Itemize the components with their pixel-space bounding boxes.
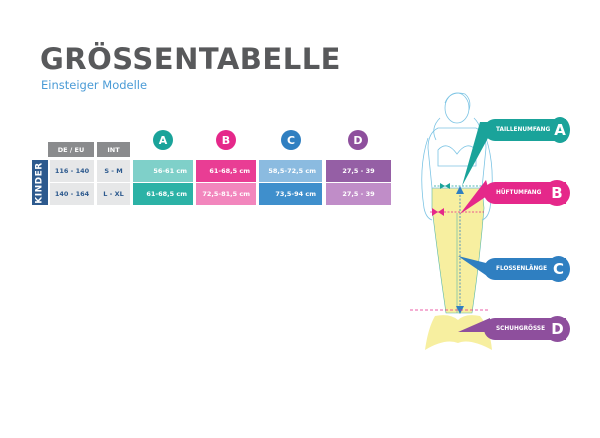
- callout-flossenlaenge: FLOSSENLÄNGE C: [484, 256, 570, 282]
- cell-c: 73,5-94 cm: [259, 183, 322, 205]
- column-header-c-badge: C: [281, 130, 301, 150]
- callout-schuhgroesse: SCHUHGRÖSSE D: [484, 316, 570, 342]
- cell-b: 72,5-81,5 cm: [196, 183, 256, 205]
- cell-a: 61-68,5 cm: [133, 183, 193, 205]
- cell-b: 61-68,5 cm: [196, 160, 256, 182]
- column-header-int: INT: [97, 142, 130, 157]
- cell-d: 27,5 - 39: [326, 160, 391, 182]
- cell-d: 27,5 - 39: [326, 183, 391, 205]
- callout-hueftumfang: HÜFTUMFANG B: [484, 180, 570, 206]
- row-group-label: KINDER: [32, 160, 48, 205]
- cell-c: 58,5-72,5 cm: [259, 160, 322, 182]
- callout-pointers: [458, 122, 490, 332]
- page-subtitle: Einsteiger Modelle: [41, 78, 148, 92]
- column-header-a-badge: A: [153, 130, 173, 150]
- callout-c-badge: C: [547, 256, 570, 282]
- cell-a: 56-61 cm: [133, 160, 193, 182]
- callout-b-badge: B: [544, 180, 570, 206]
- callout-a-badge: A: [550, 117, 570, 143]
- callout-taillenumfang: TAILLENUMFANG A: [484, 117, 570, 143]
- column-header-de-eu: DE / EU: [48, 142, 94, 157]
- mermaid-figure-illustration: [410, 92, 493, 350]
- cell-int: L - XL: [97, 183, 130, 205]
- cell-int: S - M: [97, 160, 130, 182]
- cell-de-eu: 140 - 164: [50, 183, 94, 205]
- cell-de-eu: 116 - 140: [50, 160, 94, 182]
- column-header-d-badge: D: [348, 130, 368, 150]
- callout-d-badge: D: [545, 316, 570, 342]
- column-header-b-badge: B: [216, 130, 236, 150]
- page-title: GRÖSSENTABELLE: [40, 42, 341, 76]
